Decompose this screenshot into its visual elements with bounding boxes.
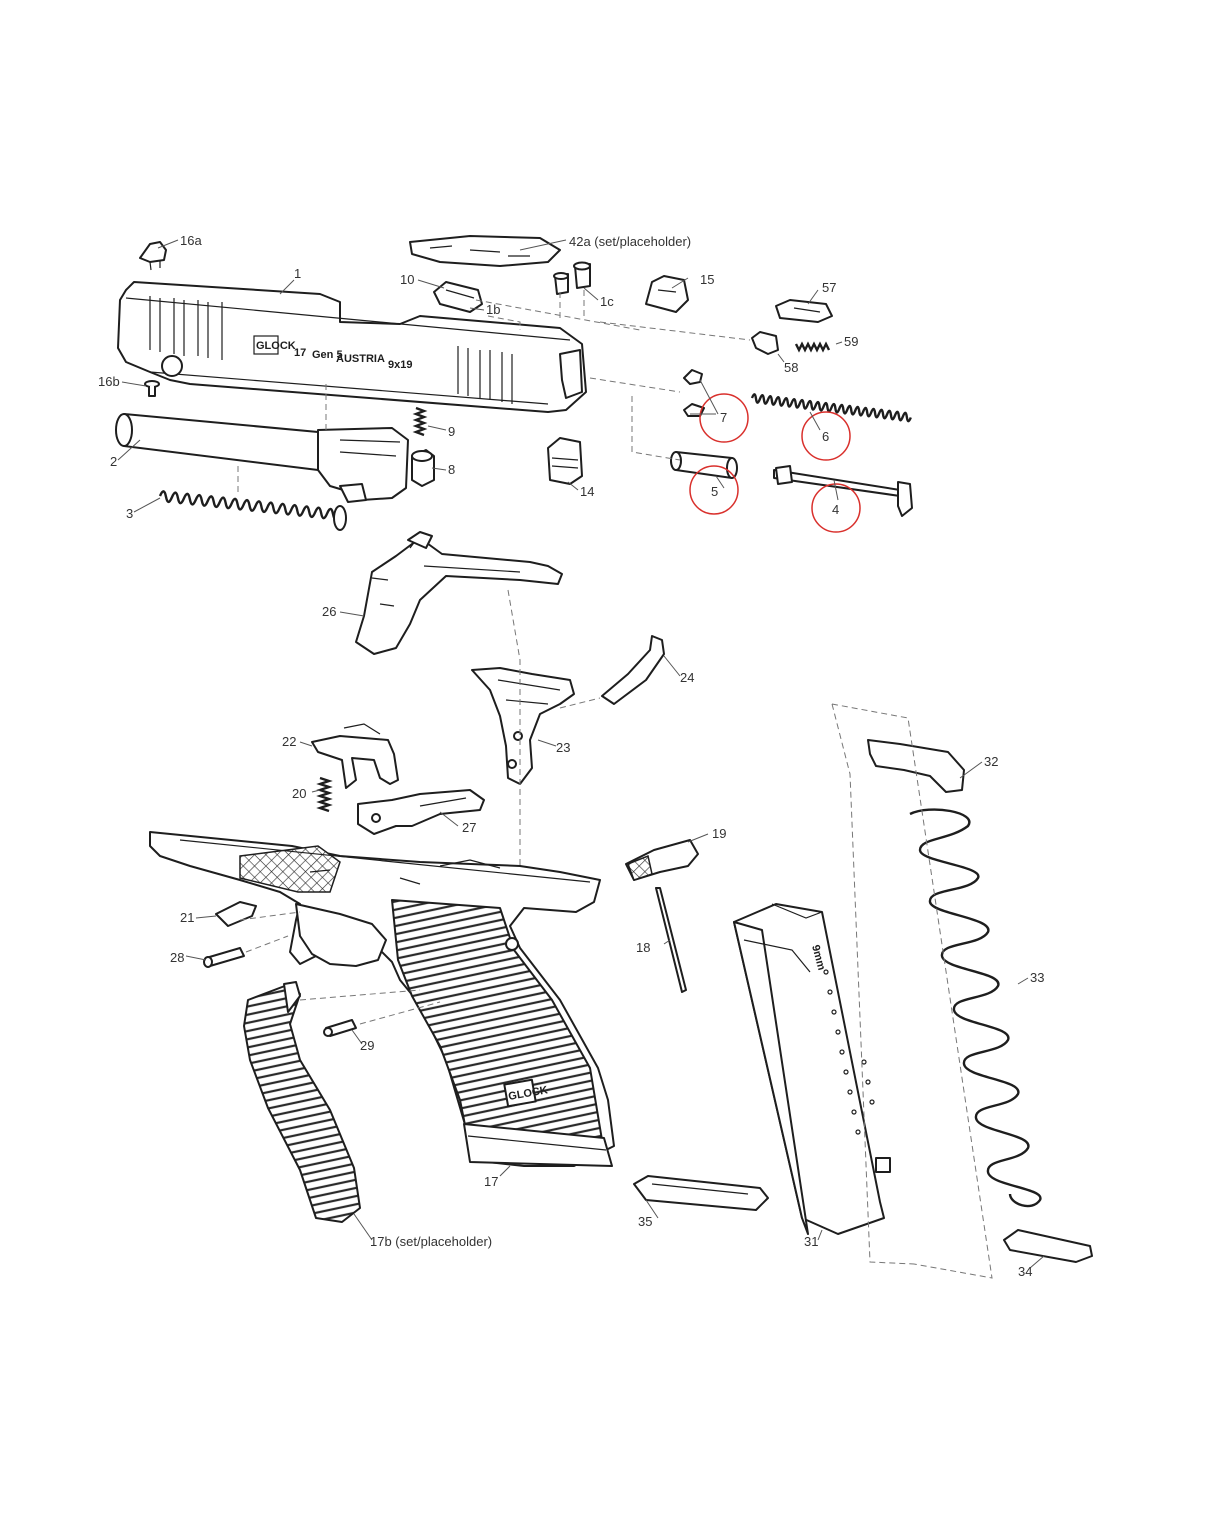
callout-16b: 16b [98, 374, 120, 389]
magazine-catch-part [625, 839, 699, 881]
backstrap-part [243, 981, 361, 1223]
frame-part: GLOCK [149, 831, 615, 1167]
trigger-mechanism-housing-part [471, 667, 575, 785]
callout-22: 22 [282, 734, 296, 749]
magazine-spring-part [909, 808, 1042, 1208]
leader-lines [117, 239, 1045, 1269]
magazine-tube-part: 9mm [733, 903, 891, 1235]
callout-26: 26 [322, 604, 336, 619]
callout-34: 34 [1018, 1264, 1032, 1279]
slide-country-text: AUSTRIA [336, 353, 385, 365]
callout-35: 35 [638, 1214, 652, 1229]
slide-cover-plate-rear-part [547, 437, 583, 485]
extractor-part [433, 281, 483, 313]
slide-caliber-text: 9x19 [388, 359, 412, 371]
callout-10: 10 [400, 272, 414, 287]
callout-1b: 1b [486, 302, 500, 317]
callout-19: 19 [712, 826, 726, 841]
magazine-insert-part [1003, 1229, 1093, 1263]
slide-lock-part [775, 299, 833, 323]
trigger-spring-part [316, 776, 333, 813]
slide-lock-spring-part [794, 341, 831, 353]
callout-29: 29 [360, 1038, 374, 1053]
spacer-sleeve-part [683, 369, 705, 417]
callout-labels: 16a 42a (set/placeholder) 1 10 15 1b 1c … [98, 233, 1044, 1279]
slide-cover-plate-part [409, 235, 561, 267]
callout-1: 1 [294, 266, 301, 281]
callout-33: 33 [1030, 970, 1044, 985]
highlight-circle-5 [689, 465, 739, 515]
slide-logo-text: GLOCK [256, 340, 296, 352]
callout-7: 7 [720, 410, 727, 425]
connector-part [601, 635, 665, 705]
callout-17: 17 [484, 1174, 498, 1189]
callout-16a: 16a [180, 233, 202, 248]
callout-32: 32 [984, 754, 998, 769]
trigger-with-trigger-bar-part [355, 531, 563, 655]
slide-model-text: 17 [294, 347, 306, 359]
rear-sight-nuts-part [553, 261, 591, 295]
callout-18: 18 [636, 940, 650, 955]
callout-31: 31 [804, 1234, 818, 1249]
barrel-part [115, 413, 409, 503]
callout-27: 27 [462, 820, 476, 835]
slide-gen-text: Gen 5 [312, 349, 343, 361]
highlight-circle-6 [801, 411, 851, 461]
trigger-group-assembly-lines [507, 589, 601, 880]
callout-15: 15 [700, 272, 714, 287]
callout-8: 8 [448, 462, 455, 477]
slide-stop-lever-part [311, 723, 399, 789]
callout-14: 14 [580, 484, 594, 499]
callout-2: 2 [110, 454, 117, 469]
firing-pin-safety-spring-part [412, 406, 428, 437]
callout-59: 59 [844, 334, 858, 349]
callout-4: 4 [832, 502, 839, 517]
magazine-catch-spring-part [655, 887, 687, 993]
callout-57: 57 [822, 280, 836, 295]
callout-28: 28 [170, 950, 184, 965]
slide-part: GLOCK 17 Gen 5 AUSTRIA 9x19 [117, 281, 587, 413]
callout-3: 3 [126, 506, 133, 521]
slide-lock-housing-part [751, 331, 779, 355]
firing-pin-spring-part [750, 393, 912, 423]
callout-9: 9 [448, 424, 455, 439]
trigger-pin-part [203, 947, 245, 968]
callout-1c: 1c [600, 294, 614, 309]
callout-6: 6 [822, 429, 829, 444]
callout-23: 23 [556, 740, 570, 755]
firing-pin-part [773, 465, 913, 517]
callout-58: 58 [784, 360, 798, 375]
recoil-spring-part [158, 490, 347, 531]
callout-21: 21 [180, 910, 194, 925]
firing-pin-channel-liner-part [670, 451, 738, 479]
locking-block-part [357, 789, 485, 835]
callout-5: 5 [711, 484, 718, 499]
callout-20: 20 [292, 786, 306, 801]
frame-assembly-lines [239, 911, 441, 1025]
callout-24: 24 [680, 670, 694, 685]
highlight-circles [689, 393, 861, 533]
slide-assembly-lines [237, 290, 751, 494]
highlight-circle-7 [699, 393, 749, 443]
magazine-assembly-outline [831, 703, 993, 1279]
callout-42a: 42a (set/placeholder) [569, 234, 691, 249]
trigger-housing-pin-part [215, 901, 257, 927]
highlight-circle-4 [811, 483, 861, 533]
firing-pin-safety-part [411, 449, 435, 487]
callout-17b: 17b (set/placeholder) [370, 1234, 492, 1249]
locking-block-pin-part [323, 1019, 357, 1037]
magazine-floor-plate-part [633, 1175, 769, 1211]
front-sight-screw-part [144, 380, 160, 397]
magazine-follower-part [867, 739, 965, 793]
